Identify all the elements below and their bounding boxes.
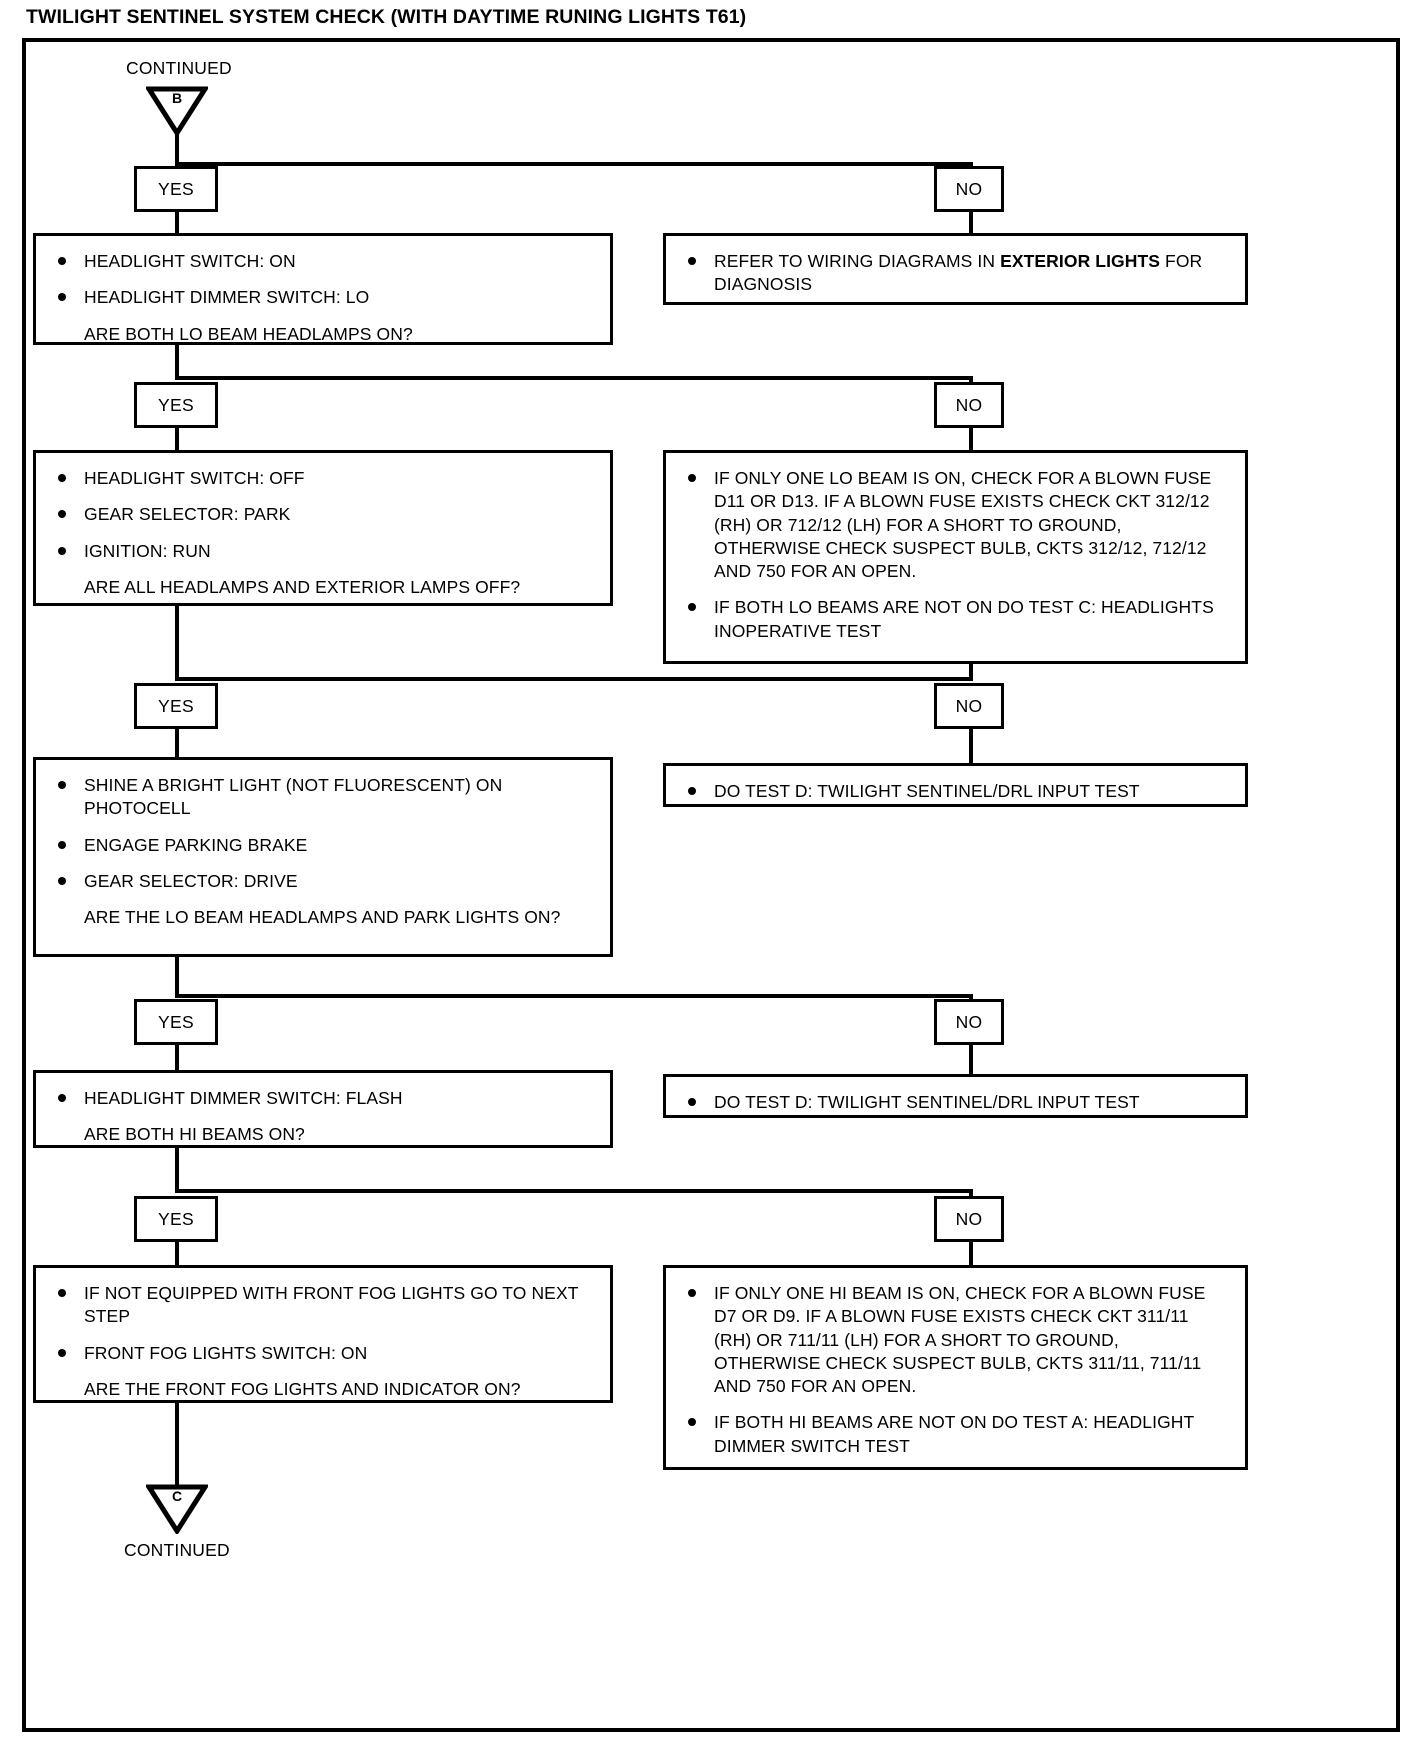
step-5-no-content: IF ONLY ONE HI BEAM IS ON, CHECK FOR A B… [663, 1265, 1248, 1470]
step-question: ARE THE LO BEAM HEADLAMPS AND PARK LIGHT… [84, 907, 561, 928]
list-item: IF ONLY ONE HI BEAM IS ON, CHECK FOR A B… [682, 1282, 1229, 1398]
list-item: HEADLIGHT SWITCH: ON [52, 250, 594, 273]
connector-line [175, 1400, 179, 1488]
connector-line [969, 727, 973, 765]
connector-marker-b-label: B [171, 90, 183, 106]
connector-line [175, 426, 179, 452]
bullet-icon [58, 840, 66, 849]
bullet-icon [58, 1348, 66, 1357]
bullet-icon [688, 474, 696, 482]
list-item: REFER TO WIRING DIAGRAMS IN EXTERIOR LIG… [682, 250, 1229, 297]
step-2-yes-content: HEADLIGHT SWITCH: OFF GEAR SELECTOR: PAR… [33, 450, 613, 606]
step-2-yes-box[interactable]: YES [134, 382, 218, 428]
step-1-yes-content: HEADLIGHT SWITCH: ON HEADLIGHT DIMMER SW… [33, 233, 613, 345]
bullet-icon [688, 1418, 696, 1427]
bullet-icon [688, 257, 696, 265]
step-2-no-box[interactable]: NO [934, 382, 1004, 428]
list-item: HEADLIGHT DIMMER SWITCH: LO [52, 286, 594, 309]
step-4-yes-box[interactable]: YES [134, 999, 218, 1045]
list-item: SHINE A BRIGHT LIGHT (NOT FLUORESCENT) O… [52, 774, 594, 821]
step-4-no-content: DO TEST D: TWILIGHT SENTINEL/DRL INPUT T… [663, 1074, 1248, 1118]
bullet-icon [58, 510, 66, 519]
bullet-icon [58, 1094, 66, 1102]
connector-line [175, 210, 179, 236]
connector-marker-b: B [146, 86, 208, 136]
step-1-yes-box[interactable]: YES [134, 166, 218, 212]
continued-label-top: CONTINUED [126, 58, 232, 78]
step-question: ARE BOTH LO BEAM HEADLAMPS ON? [84, 323, 413, 344]
connector-line [175, 727, 179, 760]
connector-marker-c-label: C [171, 1488, 183, 1504]
step-3-yes-box[interactable]: YES [134, 683, 218, 729]
connector-line [175, 1043, 179, 1073]
step-question: ARE BOTH HI BEAMS ON? [84, 1124, 305, 1145]
list-item: DO TEST D: TWILIGHT SENTINEL/DRL INPUT T… [682, 1091, 1229, 1114]
bullet-icon [688, 603, 696, 612]
branch-line [175, 994, 973, 998]
bullet-icon [58, 876, 66, 885]
connector-line [969, 1043, 973, 1075]
connector-line [969, 661, 973, 681]
bullet-icon [58, 546, 66, 555]
bullet-icon [58, 1289, 66, 1297]
connector-line [969, 994, 973, 1000]
connector-line [175, 342, 179, 378]
step-5-yes-box[interactable]: YES [134, 1196, 218, 1242]
connector-marker-c: C [146, 1484, 208, 1534]
list-item: HEADLIGHT DIMMER SWITCH: FLASH [52, 1087, 594, 1110]
branch-line [175, 376, 973, 380]
bullet-icon [688, 1098, 696, 1106]
list-item: ENGAGE PARKING BRAKE [52, 834, 594, 857]
connector-line [969, 1189, 973, 1197]
bullet-icon [58, 474, 66, 482]
connector-line [175, 1240, 179, 1268]
step-1-no-content: REFER TO WIRING DIAGRAMS IN EXTERIOR LIG… [663, 233, 1248, 305]
step-3-no-content: DO TEST D: TWILIGHT SENTINEL/DRL INPUT T… [663, 763, 1248, 807]
list-item: IGNITION: RUN [52, 540, 594, 563]
step-4-no-box[interactable]: NO [934, 999, 1004, 1045]
bullet-icon [58, 257, 66, 265]
list-item: IF NOT EQUIPPED WITH FRONT FOG LIGHTS GO… [52, 1282, 594, 1329]
connector-line [175, 603, 179, 681]
list-item: DO TEST D: TWILIGHT SENTINEL/DRL INPUT T… [682, 780, 1229, 803]
connector-line [969, 210, 973, 236]
step-1-no-text: REFER TO WIRING DIAGRAMS IN EXTERIOR LIG… [714, 251, 1203, 295]
page-title: TWILIGHT SENTINEL SYSTEM CHECK (WITH DAY… [26, 6, 747, 28]
list-item: IF BOTH LO BEAMS ARE NOT ON DO TEST C: H… [682, 596, 1229, 643]
step-3-yes-content: SHINE A BRIGHT LIGHT (NOT FLUORESCENT) O… [33, 757, 613, 957]
connector-line [175, 954, 179, 998]
list-item: FRONT FOG LIGHTS SWITCH: ON [52, 1342, 594, 1365]
step-question: ARE ALL HEADLAMPS AND EXTERIOR LAMPS OFF… [84, 576, 521, 597]
step-5-yes-content: IF NOT EQUIPPED WITH FRONT FOG LIGHTS GO… [33, 1265, 613, 1403]
branch-line [175, 1189, 973, 1193]
step-4-yes-content: HEADLIGHT DIMMER SWITCH: FLASH ARE BOTH … [33, 1070, 613, 1148]
step-question: ARE THE FRONT FOG LIGHTS AND INDICATOR O… [84, 1378, 521, 1399]
connector-line [969, 426, 973, 452]
step-1-no-box[interactable]: NO [934, 166, 1004, 212]
bullet-icon [688, 787, 696, 795]
branch-line [175, 162, 973, 166]
connector-line [175, 1145, 179, 1193]
bullet-icon [58, 293, 66, 302]
bullet-icon [688, 1289, 696, 1297]
list-item: IF ONLY ONE LO BEAM IS ON, CHECK FOR A B… [682, 467, 1229, 583]
list-item: IF BOTH HI BEAMS ARE NOT ON DO TEST A: H… [682, 1411, 1229, 1458]
step-3-no-box[interactable]: NO [934, 683, 1004, 729]
list-item: HEADLIGHT SWITCH: OFF [52, 467, 594, 490]
step-5-no-box[interactable]: NO [934, 1196, 1004, 1242]
connector-line [175, 130, 179, 166]
connector-line [969, 1240, 973, 1268]
bullet-icon [58, 781, 66, 789]
branch-line [175, 677, 973, 681]
list-item: GEAR SELECTOR: DRIVE [52, 870, 594, 893]
step-2-no-content: IF ONLY ONE LO BEAM IS ON, CHECK FOR A B… [663, 450, 1248, 664]
list-item: GEAR SELECTOR: PARK [52, 503, 594, 526]
continued-label-bottom: CONTINUED [124, 1540, 230, 1560]
